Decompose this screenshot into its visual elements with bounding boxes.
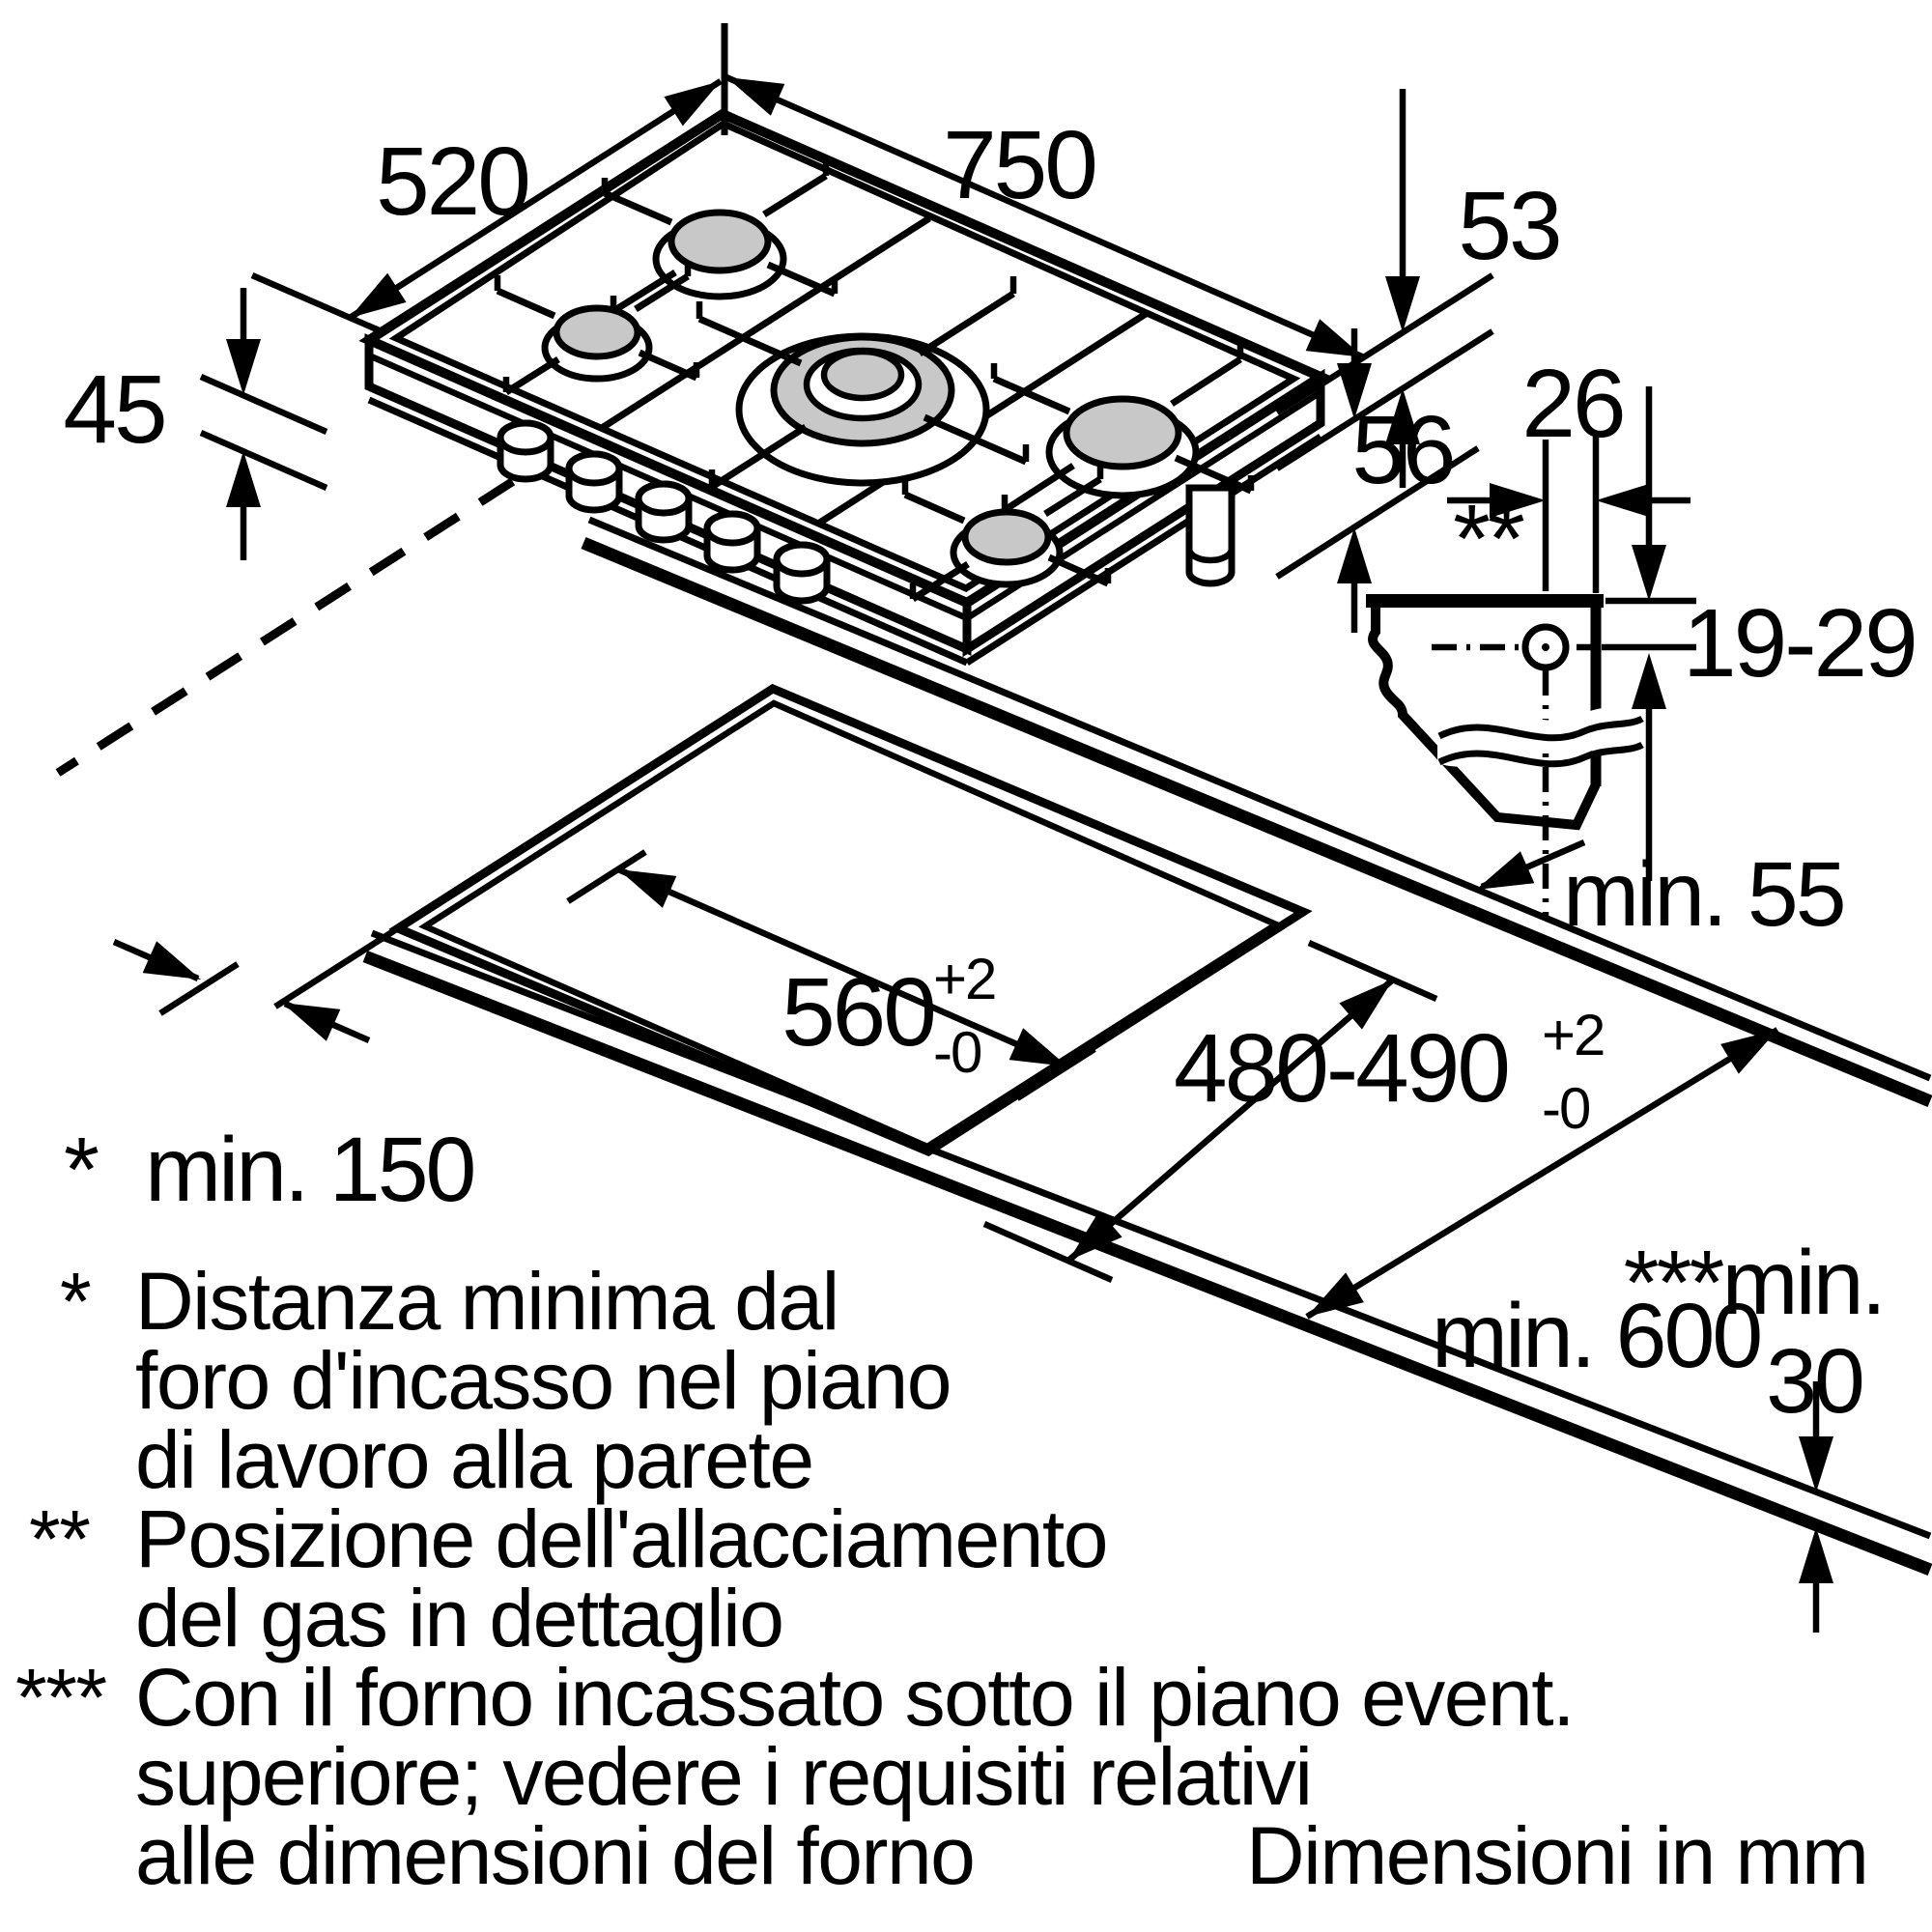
dimension-cutout-width-560: 560 +2 -0 (566, 849, 1096, 1101)
gas-inlet-center-dot (1542, 643, 1549, 651)
worktop-front-edge-thick (362, 950, 1932, 1577)
footnote-text: Con il forno incassato sotto il piano ev… (135, 1652, 1574, 1743)
footnote-text: superiore; vedere i requisiti relativi (135, 1731, 1312, 1822)
pan-support-arms (601, 160, 838, 314)
wall-clearance-label: min. 150 (145, 1119, 474, 1221)
footnotes: * Distanza minima dal foro d'incasso nel… (15, 1256, 1869, 1901)
cutout-width-tol-plus: +2 (933, 947, 995, 1011)
dimension-rear-clearance-55: min. 55 (1468, 839, 1847, 946)
extension-line-mid (1275, 328, 1494, 471)
worktop-drawing (55, 373, 1932, 1577)
wall-dashed-line (55, 373, 679, 777)
break-line-upper (1437, 715, 1644, 742)
hob-right-bottom-line (965, 434, 1322, 666)
footnote-marker: * (60, 1256, 91, 1347)
pan-support-arms (990, 344, 1255, 513)
gas-depth-label: 19-29 (1683, 589, 1916, 697)
cutout-width-label: 560 (781, 958, 934, 1066)
control-knob (635, 480, 693, 544)
control-knob (497, 419, 554, 483)
footnote-text: foro d'incasso nel piano (135, 1335, 951, 1426)
hob-depth-label: 520 (376, 128, 528, 236)
break-line-lower (1437, 741, 1644, 768)
cutout-width-tol-minus: -0 (933, 1020, 981, 1085)
burner-large-right (990, 344, 1255, 513)
cutout-depth-tol-minus: -0 (1542, 1076, 1590, 1141)
profile-left-outline (1368, 608, 1601, 831)
cutout-left-edge-extension (273, 925, 400, 1009)
cutout-inner-edge (418, 699, 1283, 1151)
dimension-edge-height-53: 53 (1275, 89, 1563, 488)
hob-inner-rim (388, 120, 1301, 592)
body-total-label: 56 (1351, 396, 1453, 504)
units-note: Dimensioni in mm (1246, 1810, 1868, 1901)
control-knobs (497, 419, 831, 605)
dimension-wall-clearance-150: * min. 150 (64, 939, 477, 1221)
control-knob (565, 450, 623, 514)
dimension-cutout-depth-480-490: 480-490 +2 -0 (982, 940, 1605, 1283)
dimension-hob-depth-520: 520 (250, 66, 730, 335)
footnote-marker: ** (29, 1493, 90, 1584)
footnote-text: alle dimensioni del forno (135, 1810, 974, 1901)
gas-detail-marker: ** (1453, 485, 1524, 593)
rear-clearance-label: min. 55 (1563, 843, 1844, 946)
pan-support-arms (494, 261, 700, 395)
hob-width-label: 750 (943, 111, 1095, 219)
pan-support-arms (901, 464, 1112, 602)
dimension-gas-depth-19-29: 19-29 (1602, 386, 1918, 881)
control-knob (773, 541, 831, 605)
worktop-cutout (273, 683, 1313, 1157)
footnote-text: Posizione dell'allacciamento (135, 1493, 1107, 1584)
oven-gap-prefix-label: ***min. (1624, 1232, 1884, 1334)
dimension-worktop-depth-600: min. 600 (1297, 1014, 1787, 1387)
gas-offset-label: 26 (1521, 350, 1623, 458)
dimension-body-height-45: 45 (63, 288, 328, 560)
cutout-depth-label: 480-490 (1174, 1014, 1508, 1122)
dimension-oven-gap-30: ***min. 30 (1624, 1232, 1887, 1633)
gas-connection-stub (1185, 484, 1236, 587)
footnote-text: di lavoro alla parete (135, 1414, 813, 1505)
hob-section-divider-left (600, 215, 931, 431)
burner-small-right (901, 464, 1112, 602)
wall-clearance-marker: * (64, 1119, 99, 1221)
cutout-outer-edge (388, 683, 1313, 1157)
worktop-depth-label: min. 600 (1432, 1285, 1761, 1387)
footnote-text: Distanza minima dal (135, 1256, 838, 1347)
burner-small-left (494, 261, 700, 395)
oven-gap-value-label: 30 (1766, 1330, 1862, 1433)
extension-line-bottom (1275, 445, 1480, 580)
worktop-front-edge-thin (370, 929, 1932, 1540)
body-height-label: 45 (63, 355, 164, 464)
dimension-hob-width-750: 750 (719, 23, 1372, 374)
cutout-depth-tol-plus: +2 (1542, 1003, 1604, 1067)
footnote-marker: *** (15, 1652, 106, 1743)
dimension-gas-offset-26: 26 ** (1447, 350, 1690, 593)
extension-line-top (1275, 272, 1494, 415)
pan-support-arms (696, 276, 1030, 490)
worktop-rear-edge-thick (581, 536, 1932, 1108)
burner-wok-center (696, 276, 1030, 490)
edge-height-label: 53 (1458, 172, 1559, 280)
dimension-body-total-56: 56 (1275, 328, 1480, 633)
worktop-rear-edge-thin (587, 516, 1932, 1082)
hob-drawing (358, 108, 1331, 667)
control-knob (703, 510, 761, 574)
footnote-text: del gas in dettaglio (135, 1573, 783, 1663)
gas-detail-drawing: 26 ** 19-29 min. 55 (1366, 350, 1918, 946)
